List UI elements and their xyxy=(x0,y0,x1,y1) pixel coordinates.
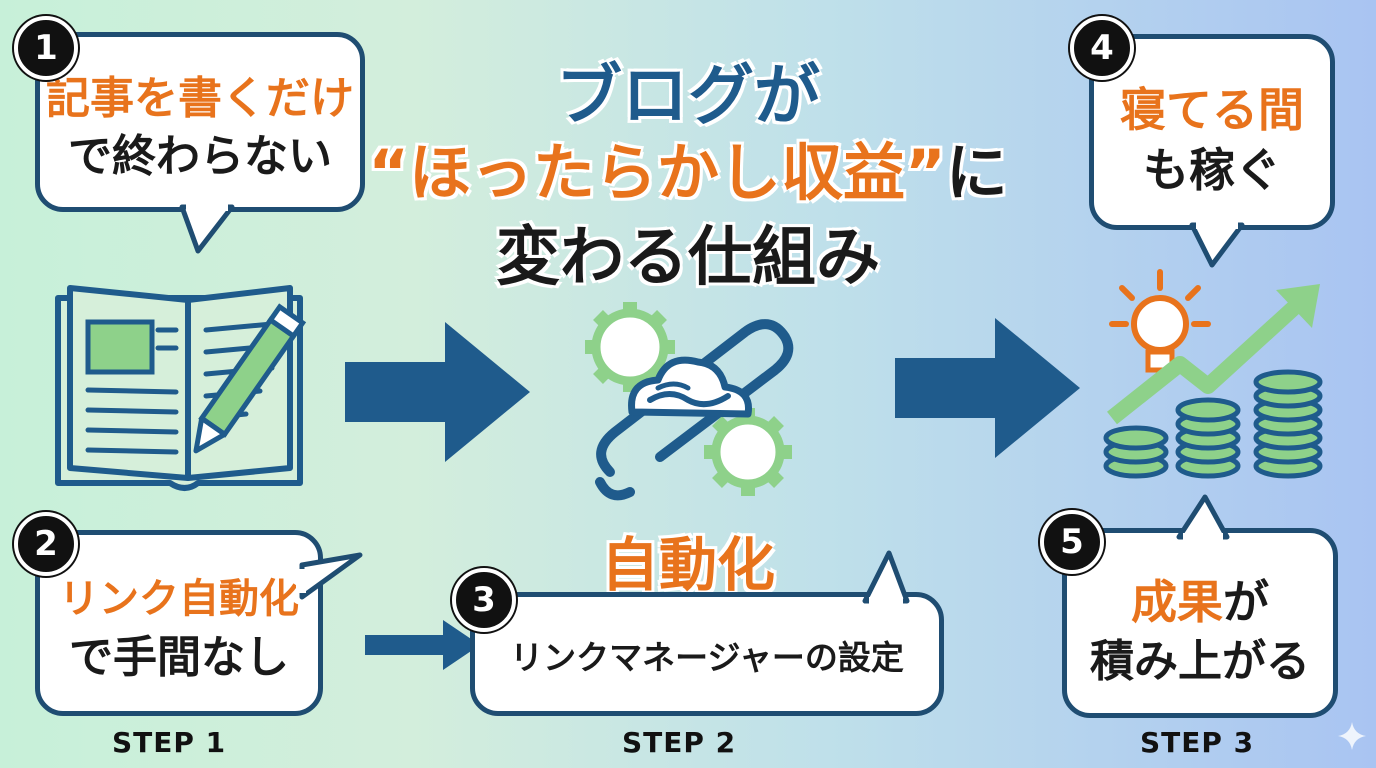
bubble-1-line1: 記事を書くだけ xyxy=(46,73,354,124)
badge-3: 3 xyxy=(452,568,516,632)
bubble-1: 記事を書くだけ で終わらない xyxy=(35,32,365,254)
sparkle-icon xyxy=(1338,722,1366,750)
bubble-4-line2: も稼ぐ xyxy=(1143,143,1281,197)
title-line-1: ブログが xyxy=(556,57,820,134)
lightbulb-coins-growth-icon xyxy=(1103,269,1323,479)
big-arrow-2 xyxy=(895,318,1080,458)
bubble-5-tail xyxy=(1176,494,1230,545)
bubble-5-suffix: が xyxy=(1223,575,1269,629)
step-2-label: STEP 2 xyxy=(622,726,737,759)
bubble-5-line2: 積み上がる xyxy=(1090,636,1310,687)
title-line-2: “ほったらかし収益”に xyxy=(0,122,1376,212)
bubble-4: 寝てる間 も稼ぐ xyxy=(1089,34,1335,268)
bubble-2: リンク自動化 で手間なし xyxy=(35,530,363,716)
step-3-label: STEP 3 xyxy=(1140,726,1255,759)
bubble-3-line1: リンクマネージャーの設定 xyxy=(510,638,904,677)
small-arrow xyxy=(365,620,480,670)
bubble-2-line2: で手間なし xyxy=(69,632,289,683)
badge-5: 5 xyxy=(1040,510,1104,574)
bubble-1-line2: で終わらない xyxy=(68,131,332,182)
bubble-1-tail xyxy=(179,201,235,254)
notebook-pencil-icon xyxy=(55,285,307,491)
gears-link-cloud-icon xyxy=(585,302,794,501)
big-arrow-1 xyxy=(345,322,530,462)
badge-2: 2 xyxy=(14,512,78,576)
center-label: 自動化 xyxy=(600,531,775,599)
bubble-3-tail xyxy=(862,550,910,609)
step-1-label: STEP 1 xyxy=(112,726,227,759)
bubble-2-line1: リンク自動化 xyxy=(59,576,299,622)
bubble-2-tail xyxy=(296,552,363,600)
title-quote: “ほったらかし収益” xyxy=(368,136,946,209)
badge-1: 1 xyxy=(14,16,78,80)
bubble-5-orange: 成果 xyxy=(1131,575,1223,629)
bubble-5-line1: 成果が xyxy=(1067,573,1333,631)
bubble-3: リンクマネージャーの設定 xyxy=(470,550,944,716)
bubble-4-line1: 寝てる間 xyxy=(1120,83,1304,137)
title-line-3: 変わる仕組み xyxy=(496,221,880,295)
bubble-4-tail xyxy=(1189,219,1245,268)
bubble-5: 成果が 積み上がる xyxy=(1062,494,1338,718)
badge-4: 4 xyxy=(1070,16,1134,80)
title-ni: に xyxy=(945,136,1008,209)
